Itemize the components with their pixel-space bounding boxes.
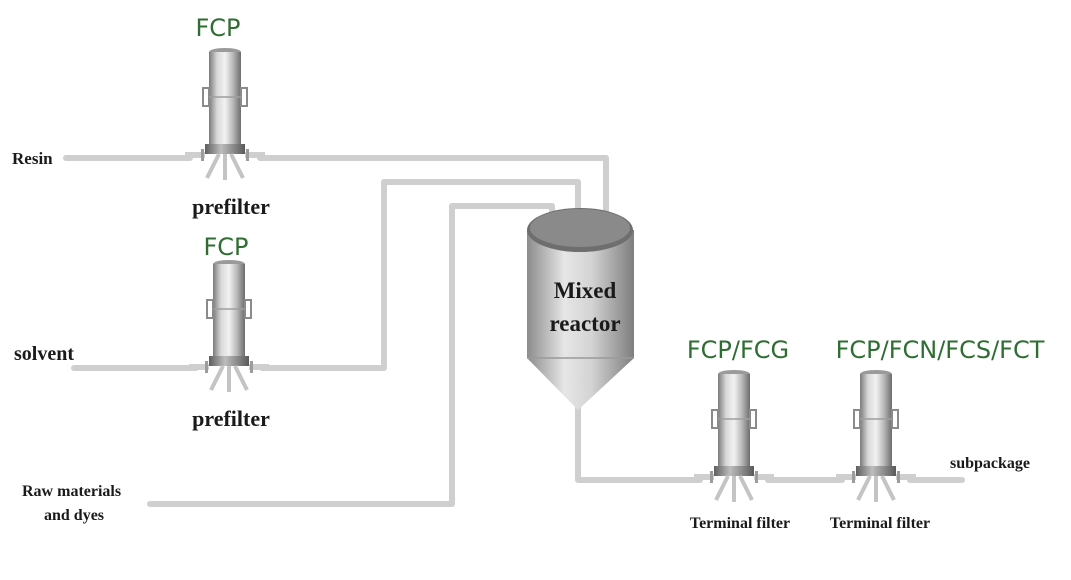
terminal-filter-2: FCP/FCN/FCS/FCT Terminal filter [830,336,1045,532]
subpackage-label: subpackage [950,455,1030,472]
prefilter-1-model-label: FCP [195,14,240,42]
terminal-1-caption: Terminal filter [690,515,790,532]
reactor-label-line2: reactor [549,311,620,336]
solvent-label: solvent [14,343,74,365]
resin-label: Resin [12,149,53,168]
prefilter-1-caption: prefilter [192,194,270,219]
resin-to-reactor-pipe [257,155,609,217]
prefilter-2-caption: prefilter [192,406,270,431]
raw-materials-pipe [147,203,555,507]
terminal-2-model-label: FCP/FCN/FCS/FCT [836,336,1045,364]
pipes [63,155,965,507]
reactor-outlet-pipe [575,401,703,483]
prefilter-1: FCP prefilter [183,14,270,219]
raw-materials-label-line2: and dyes [44,507,104,524]
mixed-reactor: Mixed reactor [527,208,634,410]
raw-materials-label-line1: Raw materials [22,483,121,500]
reactor-label-line1: Mixed [554,278,617,303]
prefilter-2-model-label: FCP [203,233,248,261]
solvent-to-reactor-pipe [259,179,581,371]
terminal-2-caption: Terminal filter [830,515,930,532]
prefilter-2: FCP prefilter [187,233,271,431]
terminal-filter-1: FCP/FCG Terminal filter [687,336,790,532]
terminal-1-model-label: FCP/FCG [687,336,789,364]
